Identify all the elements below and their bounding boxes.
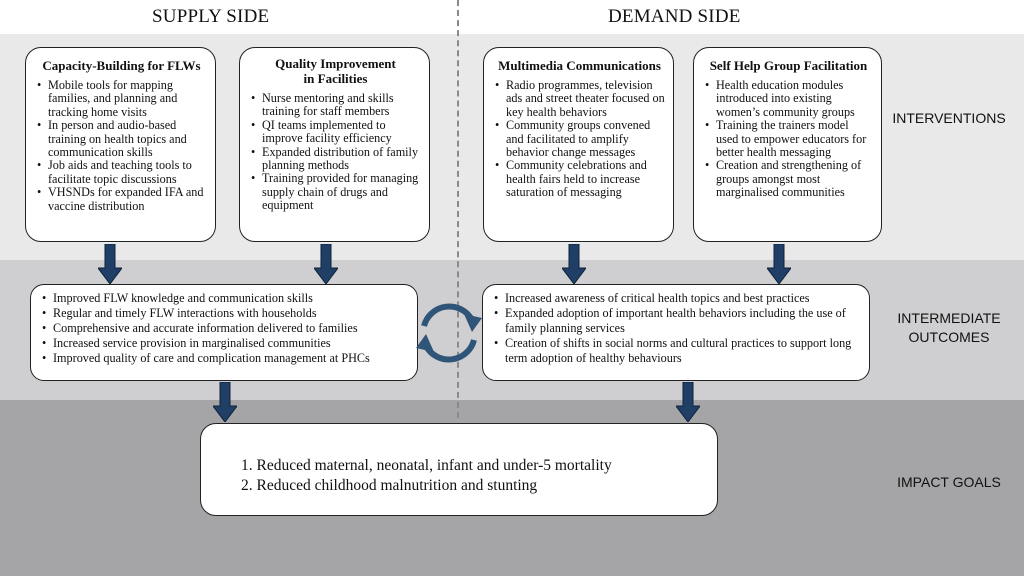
list-item: 1. Reduced maternal, neonatal, infant an… (241, 457, 612, 474)
list-item: Improved quality of care and complicatio… (41, 351, 407, 366)
list-item: Community celebrations and health fairs … (494, 159, 665, 199)
bullet-list: Mobile tools for mapping families, and p… (36, 78, 207, 213)
list-item: Radio programmes, television ads and str… (494, 78, 665, 119)
quality-improvement-box: Quality Improvement in Facilities Nurse … (239, 47, 430, 242)
down-arrow-icon (676, 382, 700, 422)
list-item: Creation of shifts in social norms and c… (493, 336, 859, 366)
box-title: Self Help Group Facilitation (709, 58, 868, 73)
list-item: Expanded distribution of family planning… (250, 145, 421, 173)
bullet-list: Radio programmes, television ads and str… (494, 78, 665, 200)
list-item: Regular and timely FLW interactions with… (41, 306, 407, 321)
bullet-list: Increased awareness of critical health t… (493, 291, 859, 366)
multimedia-communications-box: Multimedia Communications Radio programm… (483, 47, 674, 242)
intermediate-outcomes-label: INTERMEDIATE OUTCOMES (897, 310, 1001, 345)
box-title-line1: Quality Improvement (275, 56, 396, 71)
supply-demand-divider (457, 0, 459, 418)
list-item: Creation and strengthening of groups amo… (704, 159, 873, 199)
list-item: Comprehensive and accurate information d… (41, 321, 407, 336)
demand-intermediate-outcomes-box: Increased awareness of critical health t… (482, 284, 870, 381)
impact-list: 1. Reduced maternal, neonatal, infant an… (241, 456, 707, 496)
list-item: Training the trainers model used to empo… (704, 118, 873, 159)
list-item: 2. Reduced childhood malnutrition and st… (241, 477, 538, 494)
down-arrow-icon (562, 244, 586, 284)
list-item: Expanded adoption of important health be… (493, 306, 859, 336)
list-item: Mobile tools for mapping families, and p… (36, 78, 207, 119)
interventions-label: INTERVENTIONS (892, 110, 1006, 126)
down-arrow-icon (213, 382, 237, 422)
bullet-list: Improved FLW knowledge and communication… (41, 291, 407, 366)
feedback-cycle-icon (416, 303, 482, 363)
down-arrow-icon (767, 244, 791, 284)
bullet-list: Nurse mentoring and skills training for … (250, 91, 421, 213)
demand-side-heading: DEMAND SIDE (608, 6, 741, 27)
supply-side-heading: SUPPLY SIDE (152, 6, 270, 27)
list-item: VHSNDs for expanded IFA and vaccine dist… (36, 186, 207, 213)
list-item: Community groups convened and facilitate… (494, 118, 665, 159)
list-item: Increased awareness of critical health t… (493, 291, 859, 306)
list-item: Increased service provision in marginali… (41, 336, 407, 351)
list-item: Training provided for managing supply ch… (250, 172, 421, 212)
impact-goals-label: IMPACT GOALS (897, 474, 1001, 490)
bullet-list: Health education modules introduced into… (704, 78, 873, 200)
list-item: In person and audio-based training on he… (36, 118, 207, 159)
box-title-line2: in Facilities (303, 71, 368, 86)
box-title: Multimedia Communications (498, 58, 661, 73)
list-item: QI teams implemented to improve facility… (250, 118, 421, 146)
down-arrow-icon (98, 244, 122, 284)
list-item: Job aids and teaching tools to facilitat… (36, 159, 207, 186)
header-band (0, 0, 1024, 34)
self-help-group-box: Self Help Group Facilitation Health educ… (693, 47, 882, 242)
list-item: Improved FLW knowledge and communication… (41, 291, 407, 306)
list-item: Nurse mentoring and skills training for … (250, 91, 421, 119)
list-item: Health education modules introduced into… (704, 78, 873, 119)
supply-intermediate-outcomes-box: Improved FLW knowledge and communication… (30, 284, 418, 381)
down-arrow-icon (314, 244, 338, 284)
flw-capacity-building-box: Capacity-Building for FLWs Mobile tools … (25, 47, 216, 242)
impact-goals-box: 1. Reduced maternal, neonatal, infant an… (200, 423, 718, 516)
box-title: Capacity-Building for FLWs (42, 58, 201, 73)
